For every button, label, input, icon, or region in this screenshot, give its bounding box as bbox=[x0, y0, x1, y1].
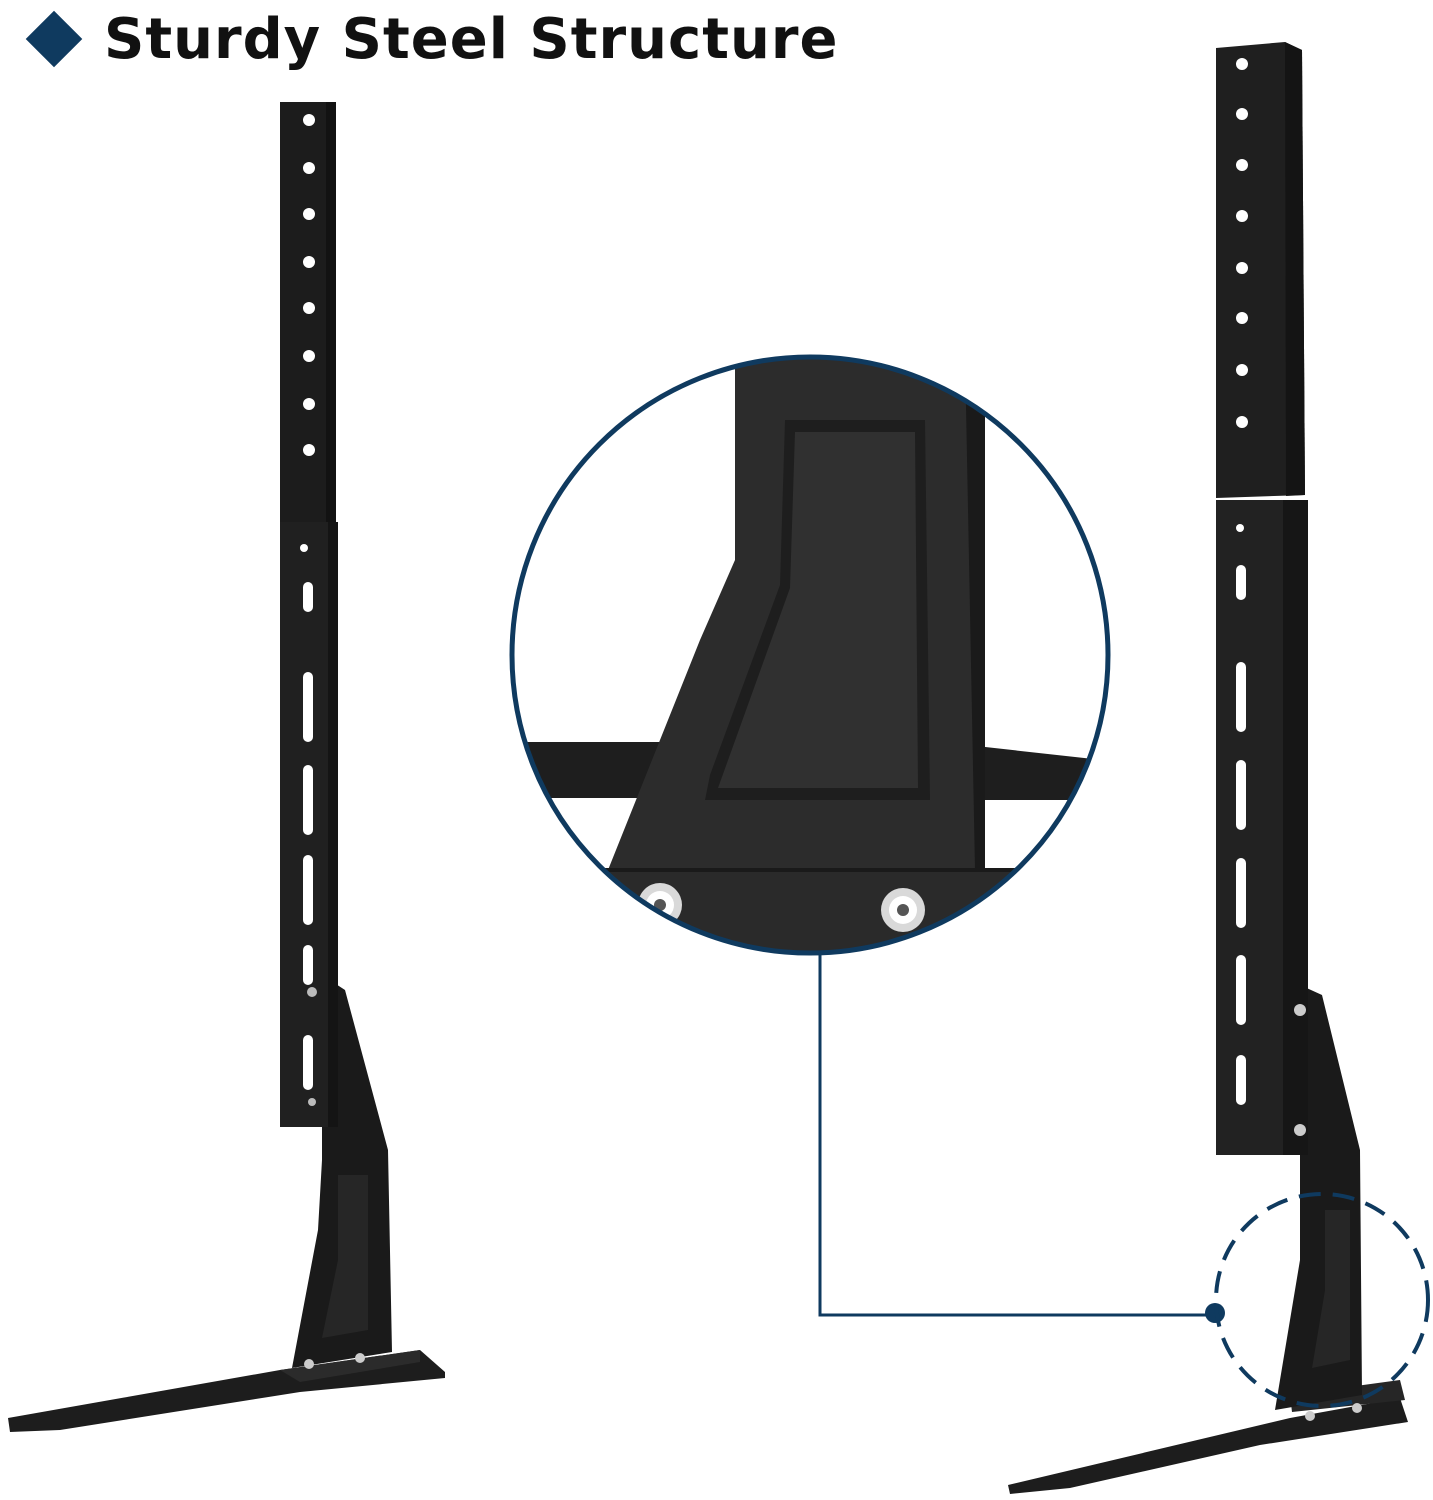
right-stand-base bbox=[1008, 1398, 1408, 1494]
zoom-border bbox=[509, 354, 1111, 956]
right-stand-holes bbox=[1236, 58, 1248, 1105]
page-title: Sturdy Steel Structure bbox=[104, 6, 839, 72]
header: Sturdy Steel Structure bbox=[22, 4, 838, 74]
right-stand-column-upper bbox=[1216, 42, 1305, 498]
detail-highlight-circle bbox=[1214, 1192, 1430, 1408]
right-stand bbox=[1008, 42, 1408, 1494]
zoom-detail bbox=[509, 354, 1111, 956]
callout-line bbox=[818, 955, 1215, 1317]
left-stand bbox=[8, 102, 445, 1432]
left-stand-holes bbox=[300, 114, 315, 1090]
